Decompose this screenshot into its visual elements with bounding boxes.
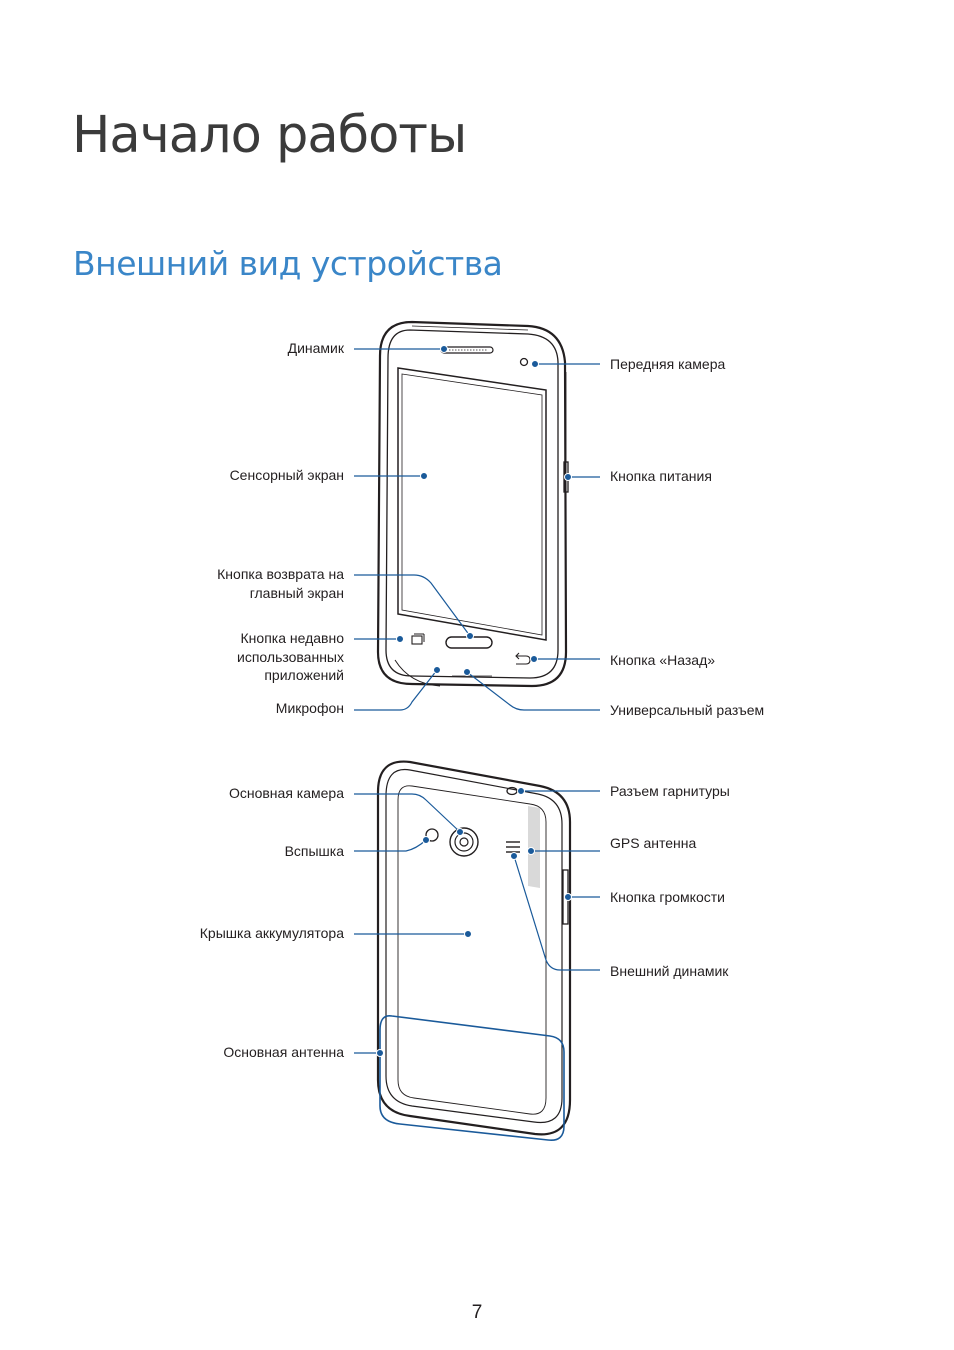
multipurpose-jack-dot bbox=[463, 668, 471, 676]
label-front-camera: Передняя камера bbox=[610, 356, 726, 372]
speaker-dot bbox=[440, 345, 448, 353]
label-rear-camera: Основная камера bbox=[228, 785, 344, 801]
front-camera-dot bbox=[531, 360, 539, 368]
callout-dots bbox=[376, 345, 572, 1057]
gps-antenna-region bbox=[528, 806, 540, 888]
headset-jack-dot bbox=[517, 787, 525, 795]
label-back-button: Кнопка «Назад» bbox=[610, 652, 716, 668]
label-flash: Вспышка bbox=[284, 843, 344, 859]
label-speaker: Динамик bbox=[287, 340, 344, 356]
section-title: Внешний вид устройства bbox=[73, 244, 503, 283]
phone-back bbox=[376, 760, 572, 1136]
label-external-speaker: Внешний динамик bbox=[610, 963, 729, 979]
rear-camera-dot bbox=[456, 828, 464, 836]
label-multipurpose-jack: Универсальный разъем bbox=[610, 702, 765, 718]
back-button-dot bbox=[530, 655, 538, 663]
label-home-button: Кнопка возврата на главный экран bbox=[217, 566, 344, 601]
label-volume-button: Кнопка громкости bbox=[610, 889, 725, 905]
chapter-title: Начало работы bbox=[72, 106, 467, 165]
label-microphone: Микрофон bbox=[275, 700, 344, 716]
label-battery-cover: Крышка аккумулятора bbox=[199, 925, 344, 941]
recent-apps-dot bbox=[396, 635, 404, 643]
callout-lines bbox=[354, 348, 600, 1054]
battery-cover-dot bbox=[464, 930, 472, 938]
main-antenna-dot bbox=[376, 1049, 384, 1057]
microphone-dot bbox=[433, 666, 441, 674]
gps-antenna-dot bbox=[527, 847, 535, 855]
power-button-dot bbox=[564, 473, 572, 481]
label-power-button: Кнопка питания bbox=[610, 468, 712, 484]
external-speaker-dot bbox=[510, 852, 518, 860]
page-number: 7 bbox=[471, 1302, 483, 1323]
volume-button-dot bbox=[564, 893, 572, 901]
flash-dot bbox=[422, 836, 430, 844]
label-touchscreen: Сенсорный экран bbox=[229, 467, 344, 483]
label-headset-jack: Разъем гарнитуры bbox=[610, 783, 730, 799]
phone-front bbox=[376, 320, 569, 688]
touchscreen-dot bbox=[420, 472, 428, 480]
label-gps-antenna: GPS антенна bbox=[610, 835, 697, 851]
main-antenna-region bbox=[379, 1014, 565, 1142]
label-recent-apps-button: Кнопка недавно использованных приложений bbox=[237, 630, 344, 683]
label-main-antenna: Основная антенна bbox=[223, 1044, 344, 1060]
home-button-dot bbox=[466, 632, 474, 640]
